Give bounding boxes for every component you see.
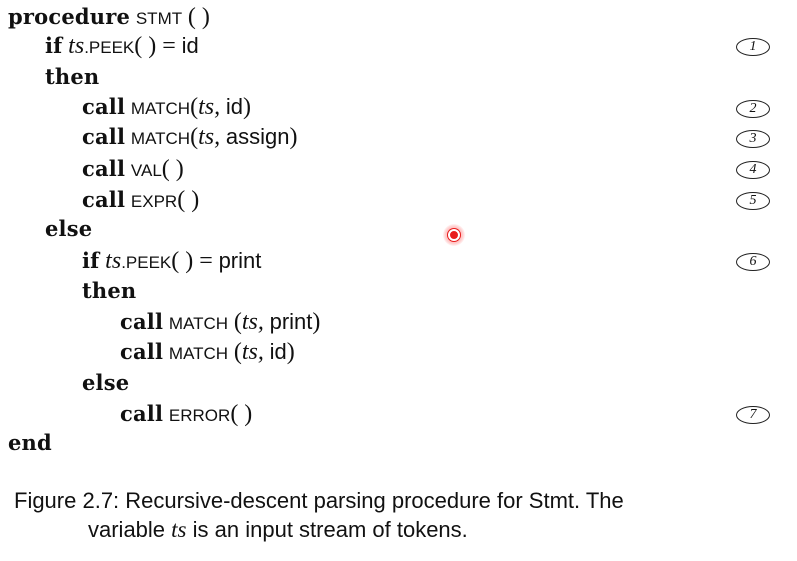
code-line-call-match-print: call MATCH (ts, print) [120,307,320,337]
token-id: id [181,33,199,58]
keyword-call: call [82,94,126,119]
token-assign: assign [225,124,290,149]
proc-match: MATCH [130,99,191,118]
code-line-call-match-id: call MATCH(ts, id) [82,92,251,122]
proc-error: ERROR [168,406,231,425]
code-line-call-val: call VAL( ) [82,154,184,184]
marker-4: 4 [736,161,770,179]
code-line-call-match-id-2: call MATCH (ts, id) [120,337,295,367]
proc-match: MATCH [130,129,191,148]
code-line-if-print: if ts.PEEK( ) = print [82,246,261,276]
var-ts: ts, [241,309,264,335]
token-id: id [269,339,287,364]
keyword-end: end [8,430,52,455]
code-line-call-expr: call EXPR( ) [82,185,199,215]
keyword-else: else [82,370,130,395]
code-line-if: if ts.PEEK( ) = id [45,31,199,61]
proc-expr: EXPR [130,192,178,211]
keyword-call: call [82,187,126,212]
var-ts: ts, [198,124,221,150]
var-ts: ts, [198,94,221,120]
close-paren: ) [312,309,321,335]
parens-eq: ( ) = [171,248,213,274]
proc-match: MATCH [168,314,229,333]
marker-7: 7 [736,406,770,424]
keyword-call: call [82,156,126,181]
code-line-procedure: procedure STMT ( ) [8,2,210,32]
parens-eq: ( ) = [134,33,176,59]
keyword-procedure: procedure [8,4,131,29]
code-line-then: then [45,62,99,92]
caption-variable-word: variable [88,517,166,542]
caption-rest: is an input stream of tokens. [192,517,468,542]
keyword-call: call [82,124,126,149]
close-paren: ) [286,339,295,365]
code-line-then-2: then [82,276,136,306]
close-paren: ) [242,94,251,120]
pointer-cursor-indicator [443,224,465,246]
procedure-name: STMT [135,9,183,28]
marker-6: 6 [736,253,770,271]
open-paren: ( [233,309,242,335]
marker-1: 1 [736,38,770,56]
marker-5: 5 [736,192,770,210]
keyword-if: if [82,248,100,273]
caption-line-2: variable ts is an input stream of tokens… [14,515,624,544]
parens: ( ) [230,401,253,427]
code-line-call-error: call ERROR( ) [120,399,252,429]
parens: ( ) [177,187,200,213]
code-line-else-2: else [82,368,129,398]
code-line-call-match-assign: call MATCH(ts, assign) [82,122,297,152]
keyword-then: then [45,64,100,89]
var-ts: ts, [241,339,264,365]
marker-2: 2 [736,100,770,118]
keyword-call: call [120,339,164,364]
token-print: print [269,309,313,334]
peek-call: .PEEK [121,253,172,272]
parens: ( ) [187,4,210,30]
caption-ts: ts [171,517,187,542]
keyword-call: call [120,401,164,426]
open-paren: ( [233,339,242,365]
proc-match: MATCH [168,344,229,363]
peek-call: .PEEK [84,38,135,57]
marker-3: 3 [736,130,770,148]
caption-line-1: Figure 2.7: Recursive-descent parsing pr… [14,488,624,513]
keyword-if: if [45,33,63,58]
token-id: id [225,94,243,119]
keyword-call: call [120,309,164,334]
close-paren: ) [289,124,298,150]
var-ts: ts [105,248,122,274]
open-paren: ( [190,124,199,150]
code-line-end: end [8,428,52,458]
code-line-else: else [45,214,92,244]
token-print: print [218,248,262,273]
parens: ( ) [161,156,184,182]
proc-val: VAL [130,161,162,180]
keyword-else: else [45,216,93,241]
open-paren: ( [190,94,199,120]
keyword-then: then [82,278,137,303]
figure-caption: Figure 2.7: Recursive-descent parsing pr… [14,486,624,544]
var-ts: ts [68,33,85,59]
